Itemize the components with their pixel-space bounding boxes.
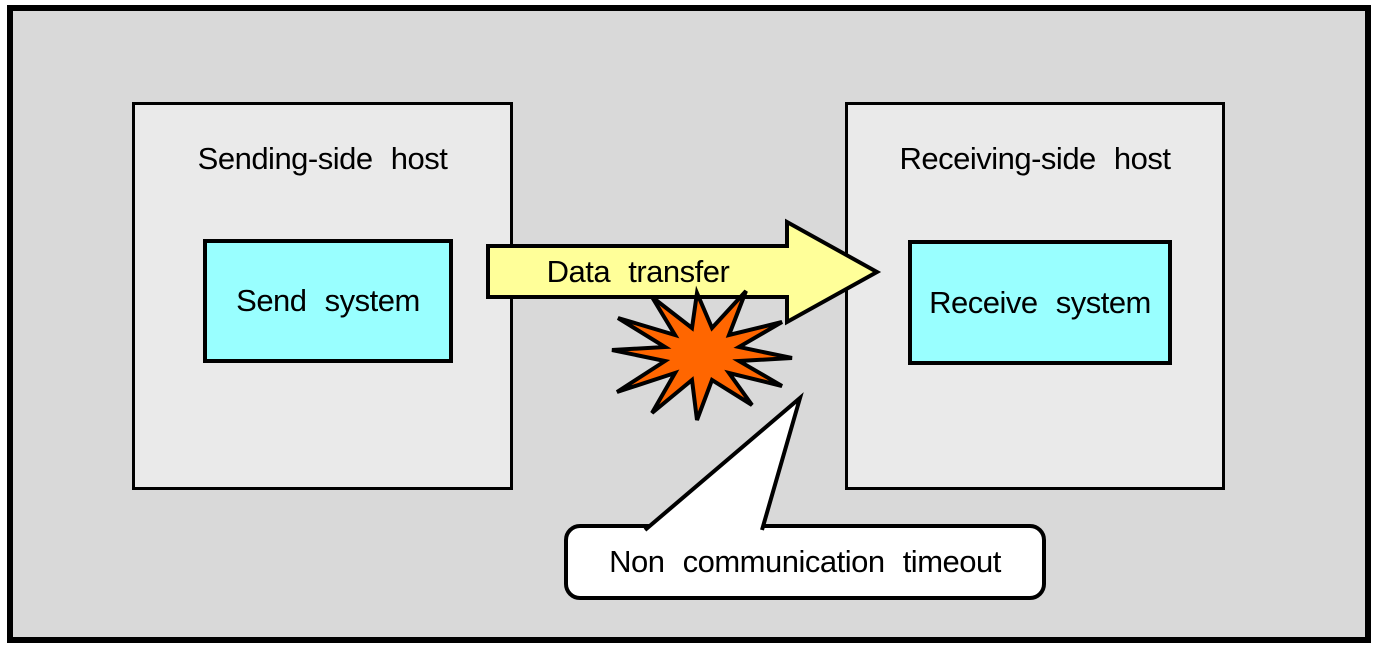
- sending-host-title: Sending-side host: [197, 141, 448, 176]
- receive-system-box: Receive system: [908, 240, 1172, 365]
- callout-bubble: Non communication timeout: [564, 524, 1046, 600]
- receive-system-label: Receive system: [929, 284, 1151, 320]
- callout-tail-icon: [643, 392, 804, 532]
- data-transfer-label: Data transfer: [546, 253, 730, 289]
- callout-label: Non communication timeout: [609, 544, 1001, 579]
- explosion-burst-icon: [611, 285, 793, 421]
- receiving-host-title: Receiving-side host: [899, 141, 1171, 176]
- send-system-label: Send system: [236, 283, 420, 318]
- right-arrow-icon: [486, 218, 882, 326]
- send-system-box: Send system: [203, 239, 453, 363]
